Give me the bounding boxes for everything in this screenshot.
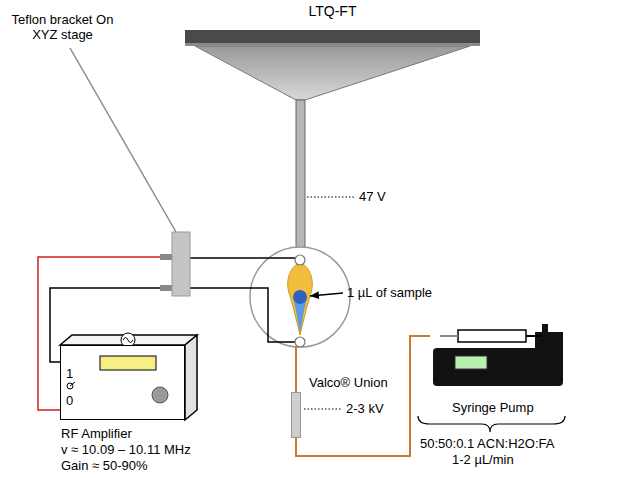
electrode <box>295 337 305 347</box>
source-circle <box>250 247 350 347</box>
node-text: Valco® Union <box>309 375 388 390</box>
leader-line <box>70 48 176 232</box>
pump-display <box>455 356 487 369</box>
wire <box>190 257 295 259</box>
voltage-label: 47 V <box>359 189 386 204</box>
capillary-line <box>296 336 430 456</box>
bracket-pin <box>160 254 172 260</box>
plunger-head <box>542 324 548 348</box>
voltage-label: 2-3 kV <box>346 401 384 416</box>
amp-display <box>100 356 156 370</box>
node-text: v ≈ 10.09 – 10.11 MHz <box>61 442 191 457</box>
syringe-pump: Syringe Pump50:50:0.1 ACN:H2O:FA1-2 µL/m… <box>430 322 565 390</box>
teflon-bracket <box>172 232 190 296</box>
power-switch <box>70 382 75 386</box>
node-text: 0 <box>66 393 73 408</box>
capillary <box>295 347 297 392</box>
node-text: Syringe Pump <box>452 400 534 415</box>
capillary-line <box>296 336 430 456</box>
node-text: 50:50:0.1 ACN:H2O:FA <box>420 436 554 451</box>
amp-details <box>60 345 185 420</box>
leader-line <box>304 409 342 410</box>
syringe-barrel <box>458 330 526 342</box>
node-text: Gain ≈ 50-90% <box>61 458 148 473</box>
spray-cone <box>294 300 306 333</box>
leader-arrow <box>310 293 343 296</box>
bracket-pin <box>160 285 172 291</box>
rf-amplifier: 10RF Amplifierv ≈ 10.09 – 10.11 MHzGain … <box>60 345 185 420</box>
node-text: RF Amplifier <box>61 426 132 441</box>
callout-label: Teflon bracket On XYZ stage <box>10 12 115 42</box>
sample-droplet <box>288 262 313 335</box>
syringe-needle <box>440 335 458 337</box>
node-text: LTQ-FT <box>185 4 480 19</box>
valco-union: Valco® Union <box>291 392 301 438</box>
node-text: 1-2 µL/min <box>452 452 514 467</box>
instrument-inlet: LTQ-FT <box>185 30 480 46</box>
sample-dot <box>293 290 307 304</box>
leader-line <box>307 197 355 198</box>
inlet-cone <box>195 46 470 100</box>
sample-label: 1 µL of sample <box>347 285 432 300</box>
ac-symbol <box>123 338 133 343</box>
brace <box>418 416 565 432</box>
electrode <box>295 255 305 265</box>
node-text: 1 <box>66 366 73 381</box>
wire <box>190 288 295 342</box>
transfer-tube <box>296 100 305 260</box>
amp-side <box>185 335 197 420</box>
amp-knob <box>152 387 168 403</box>
pump-base <box>433 348 563 386</box>
